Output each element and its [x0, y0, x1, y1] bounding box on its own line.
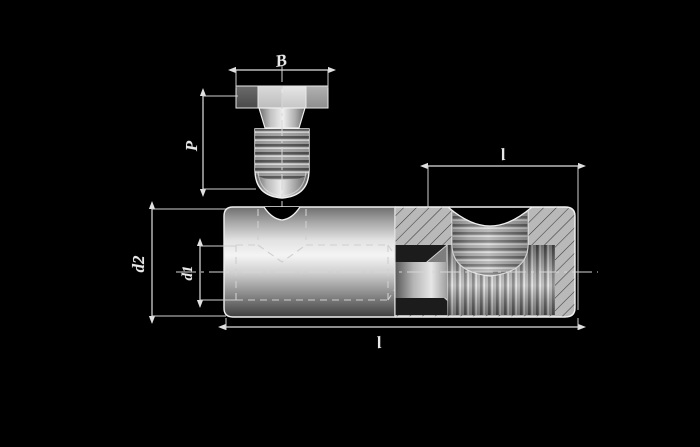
hidden-seat-cone: [257, 244, 307, 263]
housing-seat-notch-fill: [264, 207, 300, 220]
dimension-d1: d1: [180, 238, 236, 308]
hidden-thread-cone: [387, 244, 407, 301]
plunger-shoulder: [258, 107, 306, 129]
housing-seat-notch: [263, 206, 301, 221]
plunger-detail-view: [235, 66, 329, 215]
dimension-b-label: B: [273, 50, 288, 71]
hex-head-facet-3: [281, 85, 307, 109]
dimension-p-label: P: [182, 140, 201, 152]
dimension-b: B: [228, 50, 336, 88]
dimension-l-bottom: l: [218, 318, 586, 353]
dimension-d2: d2: [129, 201, 226, 324]
bore-shank-end: [395, 262, 447, 298]
dimension-d1-label: d1: [180, 266, 196, 281]
hex-head-facet-1: [235, 85, 259, 109]
section-outline: [395, 206, 576, 318]
dimension-p: P: [182, 88, 256, 197]
seated-plunger-top-relief: [448, 207, 532, 226]
seated-plunger-shading: [452, 207, 528, 276]
hex-head: [235, 85, 329, 109]
dimension-l-right: l: [420, 144, 586, 310]
dimension-l-right-label: l: [499, 145, 507, 165]
dimension-d2-label: d2: [129, 255, 148, 273]
section-region: [394, 206, 576, 318]
housing-section-view: [176, 206, 598, 318]
seated-plunger-top-curve: [447, 207, 533, 227]
dimension-l-bottom-label: l: [375, 333, 383, 353]
hex-head-facet-2: [257, 85, 283, 109]
hex-head-facet-4: [305, 85, 329, 109]
housing-outer-body: [223, 206, 396, 318]
